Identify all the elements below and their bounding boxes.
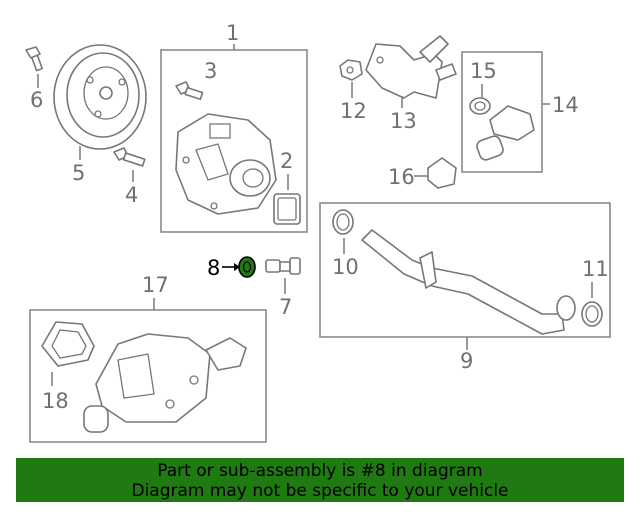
callout-8: 8	[207, 256, 220, 280]
notice-banner: Part or sub-assembly is #8 in diagram Di…	[16, 458, 624, 502]
callout-6: 6	[30, 88, 43, 112]
callout-2: 2	[280, 149, 293, 173]
group-box-14	[461, 51, 543, 173]
callout-12: 12	[340, 99, 367, 123]
bolt-part-3[interactable]	[175, 81, 204, 101]
o-ring-part-11[interactable]	[581, 301, 603, 327]
bolt-part-4[interactable]	[113, 147, 146, 167]
callout-10: 10	[332, 255, 359, 279]
callout-4: 4	[125, 183, 138, 207]
callout-3: 3	[204, 59, 217, 83]
callout-7: 7	[279, 295, 292, 319]
callout-18: 18	[42, 389, 69, 413]
gasket-part-2[interactable]	[273, 193, 301, 225]
banner-line-1: Part or sub-assembly is #8 in diagram	[157, 461, 483, 481]
callout-5: 5	[72, 161, 85, 185]
callout-9: 9	[460, 349, 473, 373]
coolant-pipe-part-9[interactable]	[361, 229, 576, 335]
outlet-housing-part-17[interactable]	[83, 333, 247, 433]
callout-11: 11	[582, 257, 609, 281]
water-pump-part-1[interactable]	[175, 113, 277, 215]
sensor-part-7[interactable]	[265, 257, 301, 275]
callout-16: 16	[388, 165, 415, 189]
thermostat-part-14[interactable]	[475, 105, 535, 162]
o-ring-part-15[interactable]	[469, 97, 491, 115]
pulley-part-5[interactable]	[53, 44, 147, 150]
cap-part-16[interactable]	[427, 157, 457, 189]
callout-15: 15	[470, 59, 497, 83]
seal-part-8-highlighted[interactable]	[238, 256, 256, 278]
o-ring-part-10[interactable]	[332, 209, 354, 235]
callout-14: 14	[552, 93, 579, 117]
exploded-parts-diagram: 5 6 1 3 2 4 12	[25, 21, 611, 443]
gasket-part-12[interactable]	[339, 59, 363, 81]
callout-1: 1	[226, 21, 239, 45]
group-box-9	[319, 202, 611, 338]
bolt-part-6[interactable]	[25, 46, 44, 72]
callout-17: 17	[142, 273, 169, 297]
banner-line-2: Diagram may not be specific to your vehi…	[131, 481, 509, 501]
callout-13: 13	[390, 109, 417, 133]
group-box-17	[29, 309, 267, 443]
thermostat-housing-part-13[interactable]	[365, 35, 457, 99]
gasket-part-18[interactable]	[41, 321, 95, 367]
